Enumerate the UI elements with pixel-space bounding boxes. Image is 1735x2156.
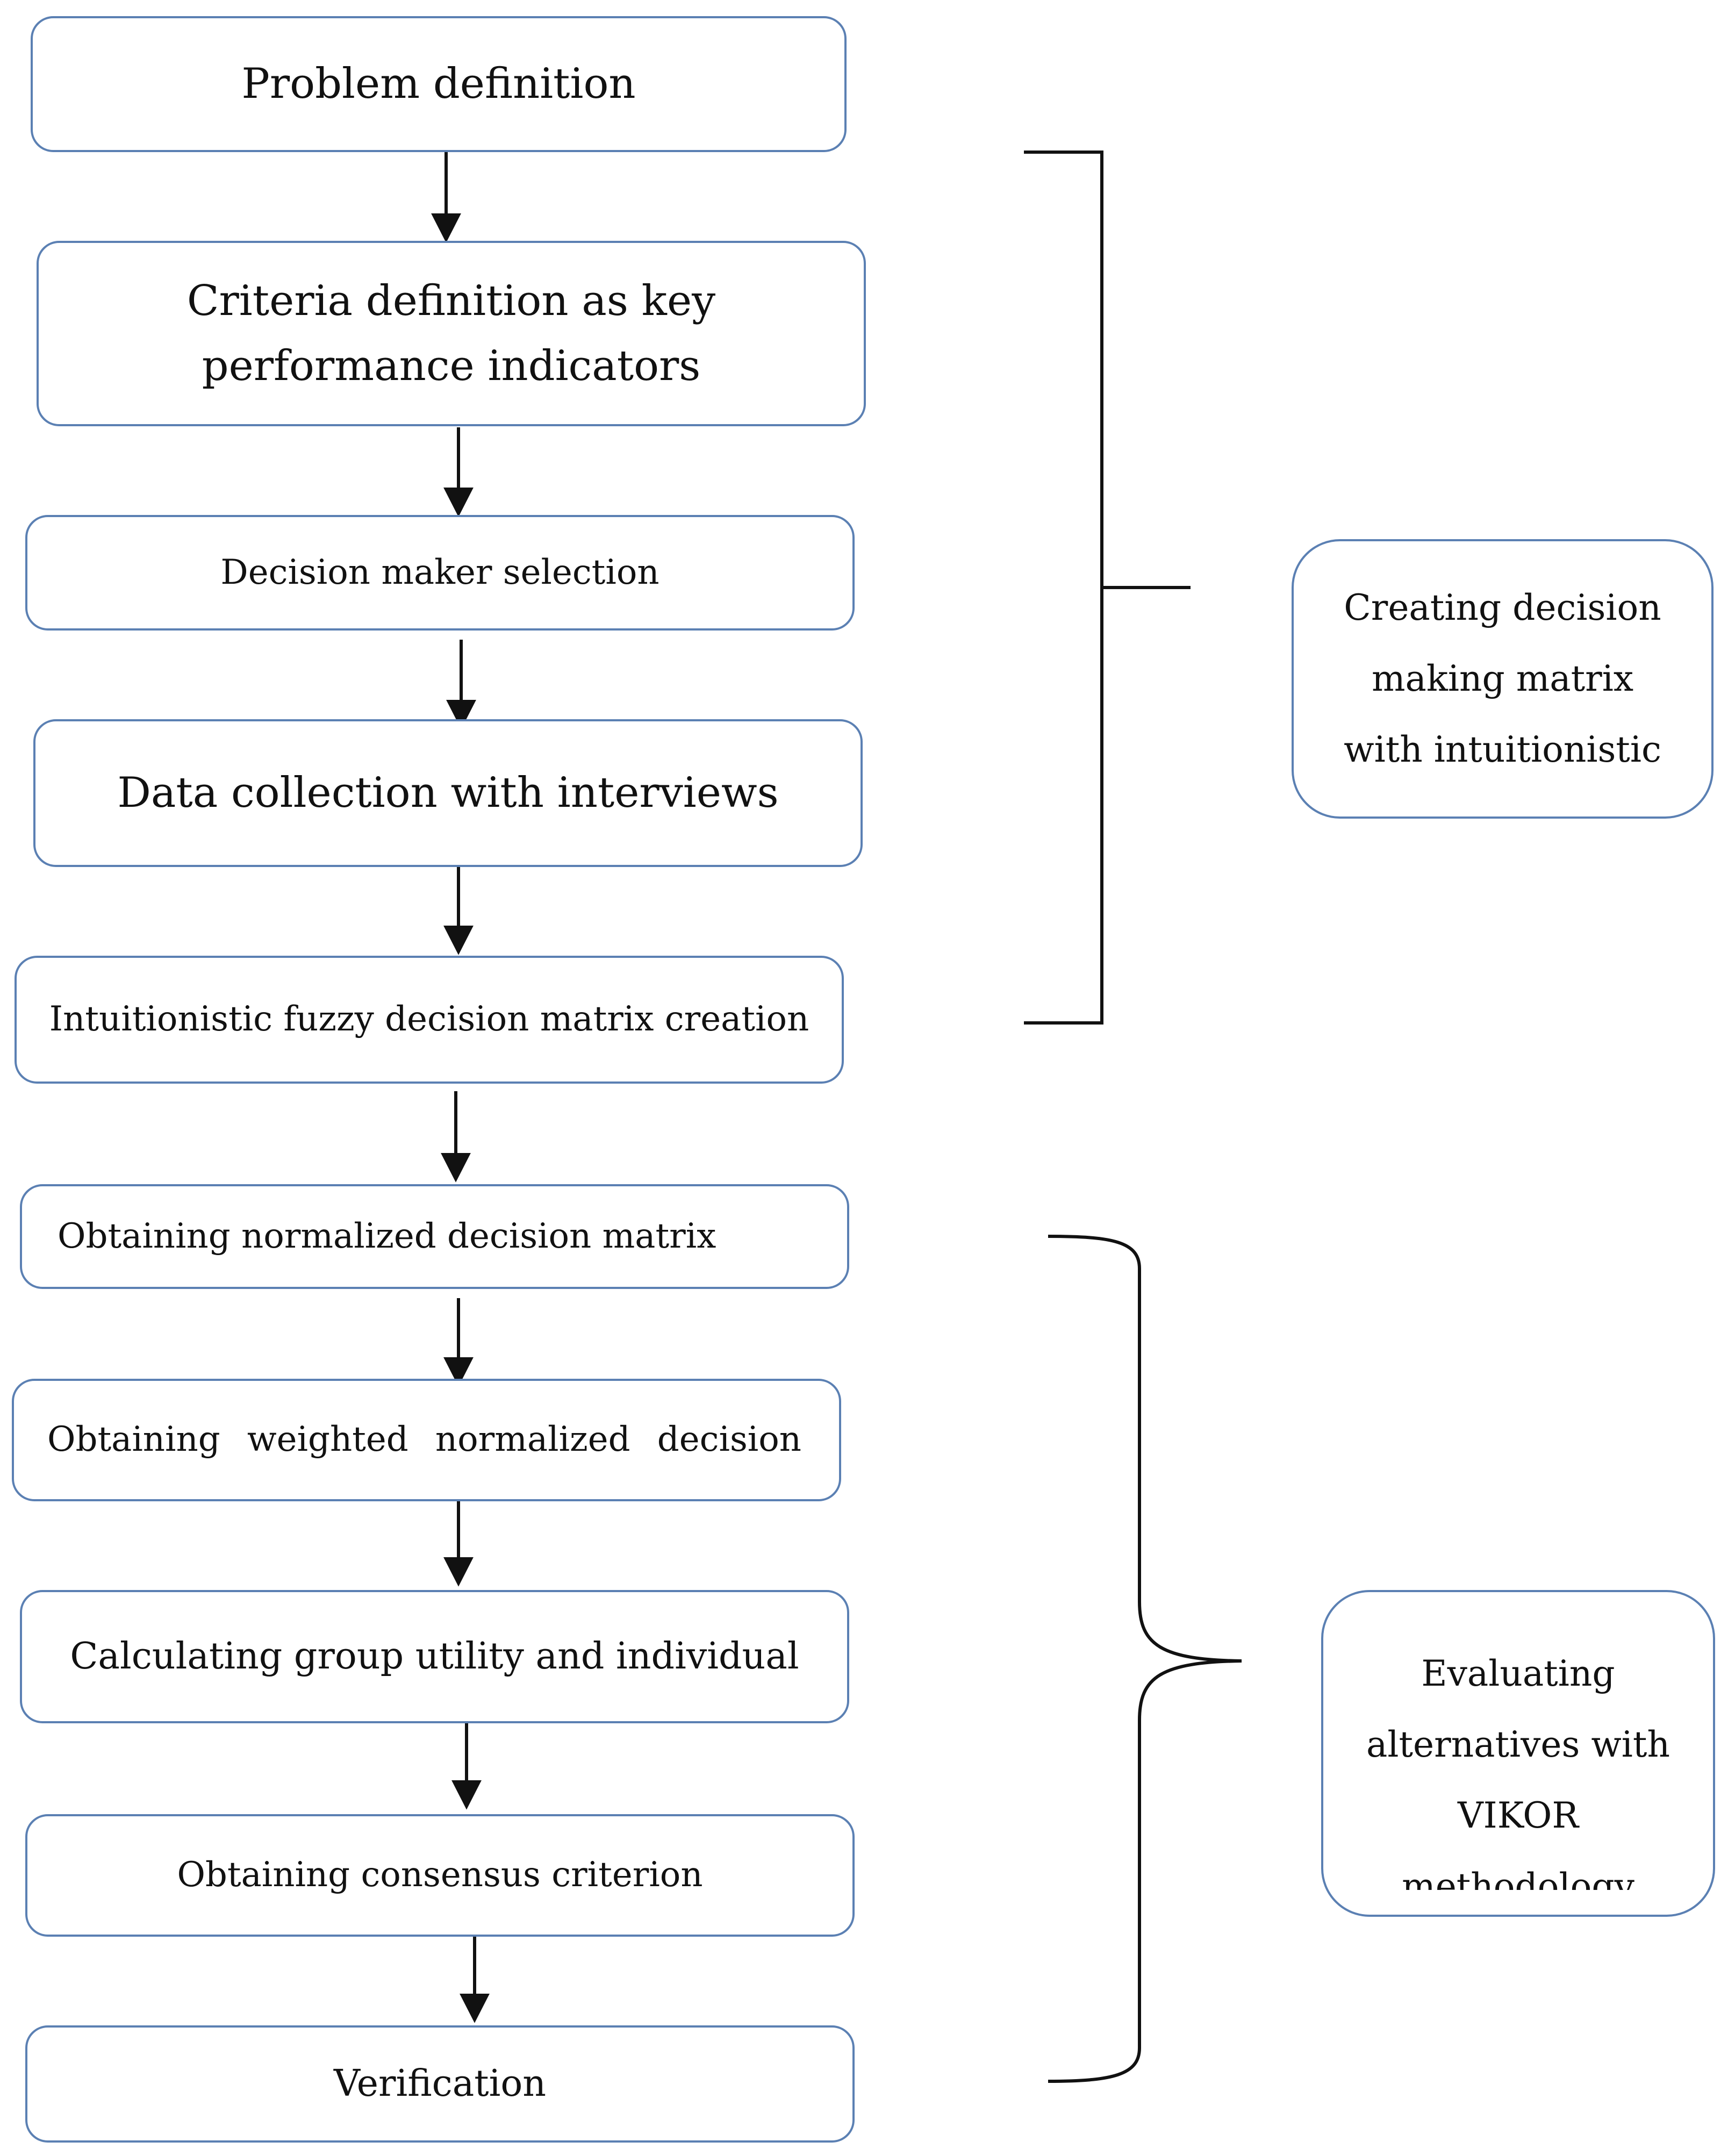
group-label: Evaluating alternatives with VIKOR metho… bbox=[1366, 1638, 1670, 1890]
brace-group-2 bbox=[1048, 1235, 1242, 2083]
group-line: Creating decision bbox=[1344, 587, 1661, 628]
group-label: Creating decision making matrix with int… bbox=[1344, 572, 1661, 785]
step-label-justified: Obtaining weighted normalized decision bbox=[47, 1413, 801, 1466]
step-label: Decision maker selection bbox=[220, 552, 659, 592]
step-label: Criteria definition as key performance i… bbox=[187, 276, 716, 390]
step-criteria-definition: Criteria definition as key performance i… bbox=[37, 241, 866, 426]
step-problem-definition: Problem definition bbox=[31, 16, 847, 152]
arrow-4-head bbox=[443, 926, 474, 955]
arrow-2-head bbox=[443, 488, 474, 517]
arrow-1-head bbox=[431, 213, 461, 243]
step-label: Verification bbox=[333, 2062, 547, 2105]
group-evaluating-vikor: Evaluating alternatives with VIKOR metho… bbox=[1321, 1590, 1715, 1917]
step-label: Obtaining consensus criterion bbox=[177, 1855, 703, 1895]
step-weighted-normalized: Obtaining weighted normalized decision bbox=[12, 1379, 841, 1501]
step-word: weighted bbox=[247, 1420, 408, 1460]
step-label: Intuitionistic fuzzy decision matrix cre… bbox=[49, 999, 809, 1040]
bracket-group-1 bbox=[1024, 151, 1191, 1025]
step-decision-maker-selection: Decision maker selection bbox=[25, 515, 855, 631]
step-label: Problem definition bbox=[241, 60, 636, 109]
arrow-9-head bbox=[460, 1994, 490, 2023]
group-line: VIKOR bbox=[1457, 1795, 1579, 1836]
group-line: methodology bbox=[1402, 1866, 1634, 1890]
arrow-5-head bbox=[441, 1153, 471, 1183]
step-data-collection: Data collection with interviews bbox=[33, 719, 863, 867]
step-word: Obtaining bbox=[47, 1420, 220, 1460]
step-label: Calculating group utility and individual bbox=[70, 1635, 799, 1678]
arrow-8-head bbox=[451, 1780, 482, 1810]
group-line: with intuitionistic bbox=[1344, 729, 1661, 770]
step-group-utility: Calculating group utility and individual bbox=[20, 1590, 849, 1723]
step-fuzzy-matrix-creation: Intuitionistic fuzzy decision matrix cre… bbox=[15, 956, 844, 1084]
group-line: alternatives with bbox=[1366, 1724, 1670, 1765]
step-word: decision bbox=[657, 1420, 801, 1460]
step-verification: Verification bbox=[25, 2025, 855, 2143]
step-word: normalized bbox=[435, 1420, 630, 1460]
step-label: Obtaining normalized decision matrix bbox=[58, 1216, 716, 1256]
step-label: Data collection with interviews bbox=[117, 769, 779, 818]
arrow-7-head bbox=[443, 1557, 474, 1587]
step-normalized-matrix: Obtaining normalized decision matrix bbox=[20, 1184, 849, 1289]
arrows bbox=[431, 152, 490, 2023]
group-creating-decision-matrix: Creating decision making matrix with int… bbox=[1292, 539, 1714, 819]
arrow-6-head bbox=[443, 1357, 474, 1387]
group-line: making matrix bbox=[1371, 658, 1634, 699]
arrow-3-head bbox=[446, 700, 476, 729]
step-consensus-criterion: Obtaining consensus criterion bbox=[25, 1814, 855, 1937]
group-line: Evaluating bbox=[1421, 1653, 1615, 1694]
